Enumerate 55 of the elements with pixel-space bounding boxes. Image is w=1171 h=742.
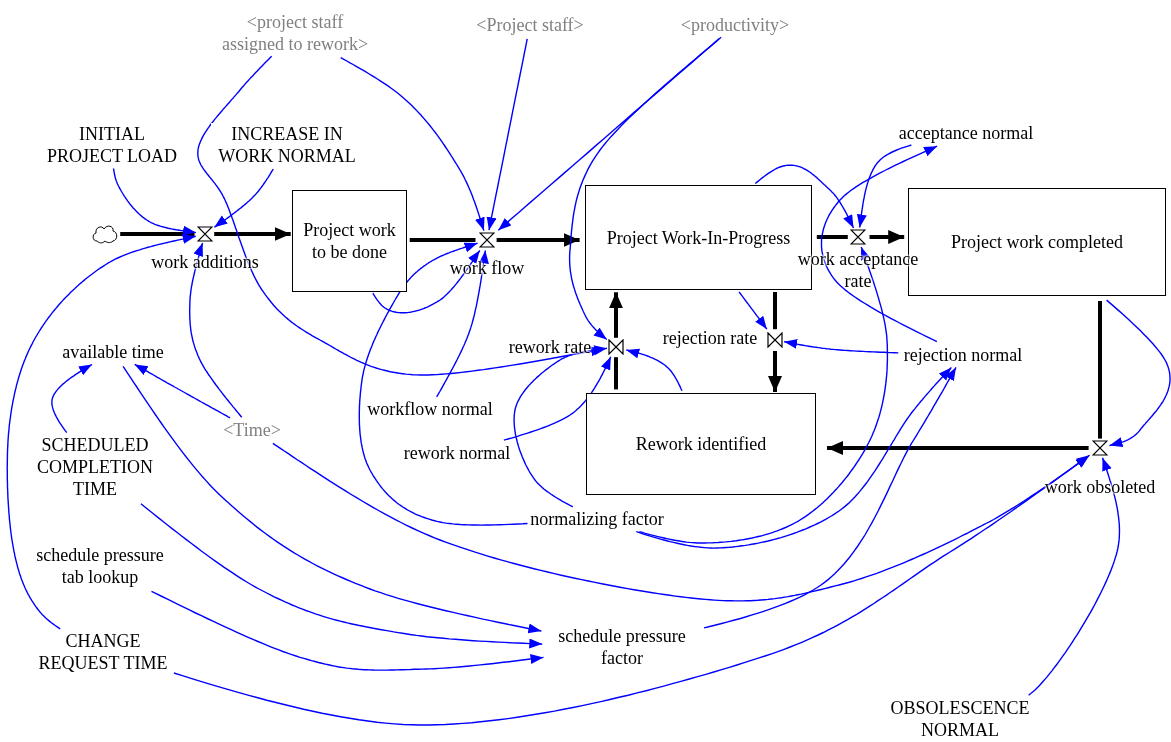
link-arrow <box>638 246 889 544</box>
flow-pipe <box>214 227 291 241</box>
link-arrow <box>134 363 231 419</box>
link-arrow <box>272 442 1091 602</box>
link-arrow <box>738 291 768 330</box>
link-arrow <box>51 363 93 434</box>
link-arrow <box>358 242 529 526</box>
link-arrow <box>1027 457 1121 696</box>
valve-icon <box>479 232 495 248</box>
link-arrow <box>340 56 485 232</box>
flow-pipe <box>496 233 580 247</box>
link-arrow <box>625 348 683 392</box>
link-arrow <box>703 366 957 629</box>
stock-box: Rework identified <box>586 393 816 495</box>
link-arrow <box>140 503 543 649</box>
flow-pipe <box>1098 301 1102 439</box>
link-arrow <box>213 168 274 228</box>
link-arrow <box>783 338 899 354</box>
flow-pipe <box>609 292 623 338</box>
flow-label: rework rate <box>507 336 593 358</box>
flow-pipe <box>816 235 848 239</box>
flow-pipe <box>768 351 782 392</box>
cloud-icon <box>91 223 119 245</box>
link-arrow <box>173 455 1090 726</box>
valve-icon <box>850 229 866 245</box>
flow-pipe <box>869 230 905 244</box>
stock-box: Project work to be done <box>292 190 407 292</box>
link-arrow <box>754 164 855 229</box>
link-arrow <box>503 356 612 441</box>
flow-pipe <box>409 238 476 242</box>
link-arrow <box>189 242 243 418</box>
link-arrow <box>568 36 722 341</box>
valve-icon <box>1092 440 1108 456</box>
valve-icon <box>608 339 624 355</box>
valve-icon <box>767 332 783 348</box>
flow-pipe <box>773 292 777 330</box>
link-arrow <box>436 249 489 398</box>
link-arrow <box>1105 299 1171 447</box>
link-arrow <box>635 366 952 549</box>
valve-icon <box>197 226 213 242</box>
variable-label: normalizing factor <box>529 508 665 530</box>
flow-pipe <box>614 357 618 390</box>
link-arrow <box>486 38 528 231</box>
link-arrow <box>6 233 197 630</box>
flow-pipe <box>827 441 1089 455</box>
link-arrow <box>820 145 938 343</box>
link-arrow <box>513 345 608 508</box>
shadow-variable-label: <Project staff> <box>475 14 585 36</box>
link-arrow <box>150 590 545 671</box>
link-arrow <box>112 167 197 236</box>
flow-label: rejection rate <box>661 327 759 349</box>
flow-pipe <box>120 232 195 236</box>
link-arrow <box>856 144 912 229</box>
link-arrow <box>372 249 481 314</box>
link-arrow <box>122 365 543 634</box>
